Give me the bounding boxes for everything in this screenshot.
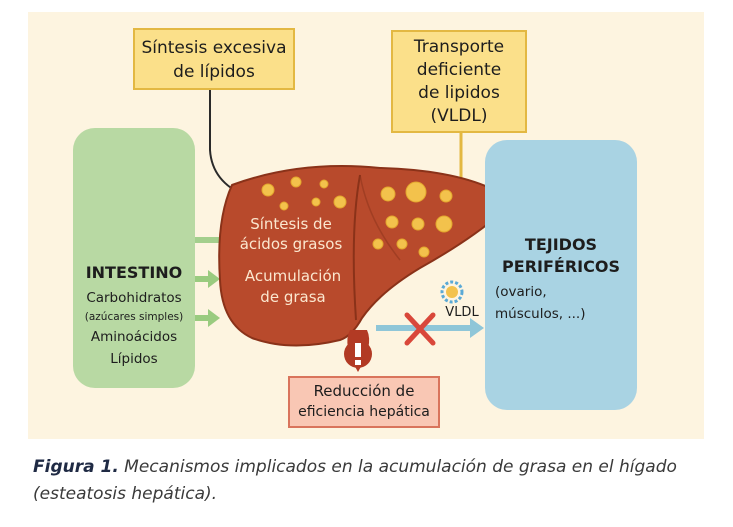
peripheral-sub-line1: (ovario,	[495, 284, 547, 300]
intestine-panel: INTESTINO Carbohidratos (azúcares simple…	[73, 128, 195, 388]
liver-label-fatty-acid-synthesis-1: Síntesis de	[250, 215, 332, 233]
peripheral-title-line2: PERIFÉRICOS	[502, 257, 620, 276]
intestine-item-amino-acids: Aminoácidos	[90, 329, 178, 345]
block-x-icon	[404, 312, 436, 346]
hepatic-efficiency-warning-box: Reducción de eficiencia hepática	[288, 376, 440, 428]
intestine-title: INTESTINO	[85, 263, 183, 282]
excess-lipid-synthesis-box: Síntesis excesiva de lípidos	[133, 28, 295, 90]
figure-caption: Figura 1. Mecanismos implicados en la ac…	[33, 454, 713, 508]
excess-synthesis-line1: Síntesis excesiva	[141, 38, 287, 58]
transport-line2: deficiente	[416, 60, 502, 80]
intestine-item-lipids: Lípidos	[110, 351, 158, 367]
vldl-particle-icon	[440, 280, 464, 304]
liver-shape	[218, 165, 503, 347]
connector-synthesis-line	[209, 88, 247, 197]
peripheral-tissues-panel: TEJIDOS PERIFÉRICOS (ovario, músculos, .…	[485, 140, 637, 410]
liver-lobe-divider	[352, 174, 361, 321]
warning-icon	[344, 330, 372, 372]
vldl-transport-box: Transporte deficiente de lipidos (VLDL)	[391, 30, 527, 133]
liver-illustration	[218, 165, 503, 347]
intestine-item-carbohydrates: Carbohidratos	[86, 290, 182, 306]
excess-synthesis-line2: de lípidos	[173, 62, 255, 82]
figure-caption-label: Figura 1.	[33, 457, 119, 477]
liver-label-fat-accumulation-2: de grasa	[260, 288, 326, 306]
vldl-arrow	[376, 318, 484, 338]
vldl-label: VLDL	[445, 305, 479, 320]
intestine-item-simple-sugars: (azúcares simples)	[84, 311, 184, 323]
liver-label-fatty-acid-synthesis-2: ácidos grasos	[239, 235, 343, 253]
peripheral-sub-line2: músculos, ...)	[495, 306, 586, 322]
peripheral-title-line1: TEJIDOS	[524, 235, 598, 254]
warning-line2: eficiencia hepática	[298, 404, 430, 420]
transport-line3: de lipidos	[418, 83, 500, 103]
warning-line1: Reducción de	[313, 382, 415, 400]
figure-caption-text: Mecanismos implicados en la acumulación …	[33, 457, 677, 504]
arrow-carbohydrates	[192, 270, 220, 288]
arrow-amino-acids	[192, 309, 220, 327]
transport-line1: Transporte	[413, 37, 505, 57]
transport-line4: (VLDL)	[430, 106, 488, 126]
liver-label-fat-accumulation-1: Acumulación	[244, 267, 342, 285]
fat-droplets	[261, 176, 453, 258]
